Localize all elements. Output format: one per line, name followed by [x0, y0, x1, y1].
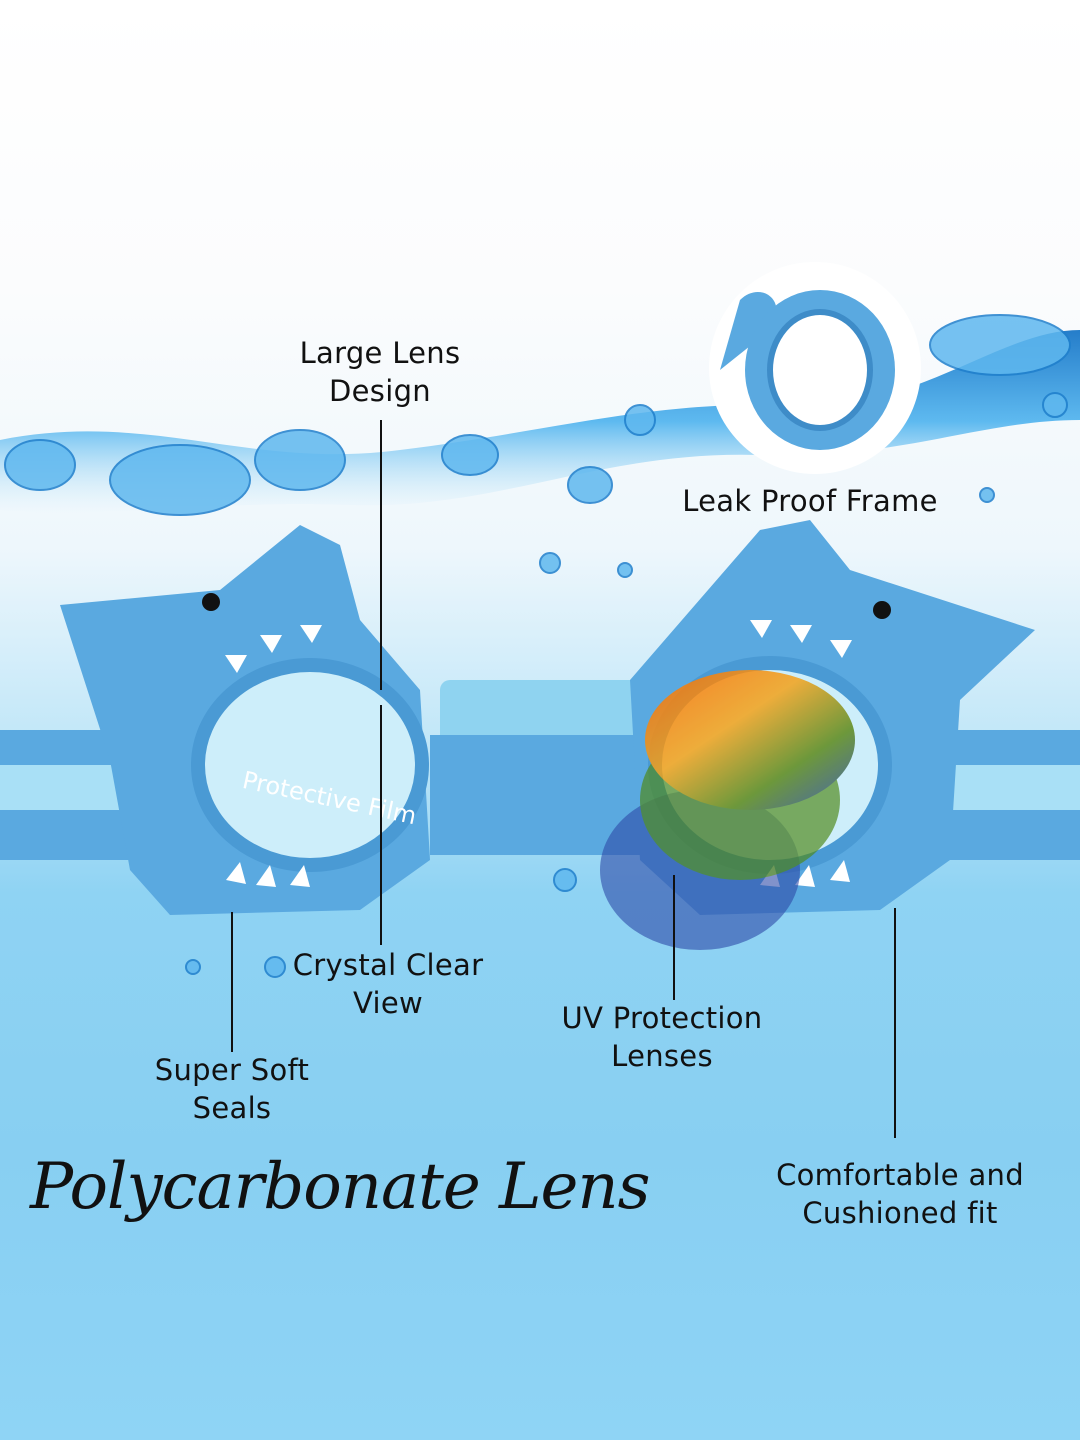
label-line: Cushioned fit — [802, 1196, 998, 1230]
leak-proof-inset — [709, 262, 921, 474]
label-line: Design — [329, 374, 431, 408]
script-title: Polycarbonate Lens — [30, 1150, 650, 1224]
label-leak-proof: Leak Proof Frame — [682, 484, 938, 518]
super-soft-line — [231, 912, 233, 1052]
left-goggle: Protective Film — [60, 525, 430, 915]
label-line: UV Protection — [561, 1001, 763, 1035]
label-line: Large Lens — [299, 336, 461, 370]
nose-bridge — [440, 680, 640, 750]
uv-line — [673, 875, 675, 1000]
bubbles — [4, 314, 1071, 978]
comfortable-line — [894, 908, 896, 1138]
crystal-clear-line — [380, 705, 382, 945]
label-line: Crystal Clear — [292, 948, 484, 982]
label-line: View — [352, 986, 424, 1020]
label-comfortable: Comfortable and Cushioned fit — [730, 1156, 1070, 1232]
label-line: Lenses — [611, 1039, 713, 1073]
label-line: Seals — [192, 1091, 272, 1125]
label-line: Super Soft — [154, 1053, 310, 1087]
label-uv-protection: UV Protection Lenses — [512, 999, 812, 1075]
label-super-soft: Super Soft Seals — [82, 1051, 382, 1127]
label-crystal-clear: Crystal Clear View — [238, 946, 538, 1022]
uv-lens-layers — [600, 670, 855, 950]
large-lens-line — [380, 420, 382, 690]
label-line: Comfortable and — [776, 1158, 1024, 1192]
label-large-lens: Large Lens Design — [230, 334, 530, 410]
